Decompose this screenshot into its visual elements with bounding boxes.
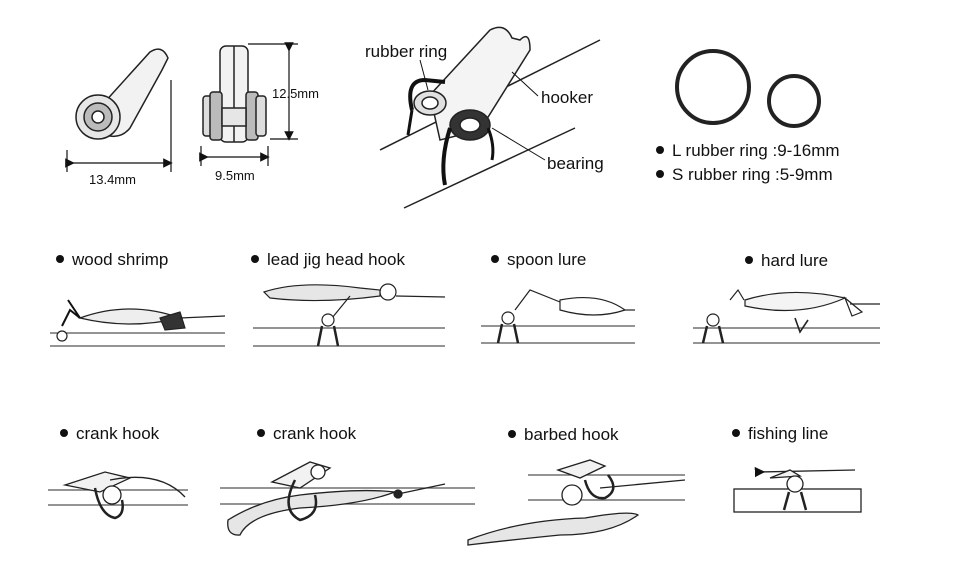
hooker-label: hooker <box>541 88 593 107</box>
use-label-fishing-line: fishing line <box>732 424 828 444</box>
depth-dimension <box>199 146 270 166</box>
height-dimension-label: 12.5mm <box>272 86 319 101</box>
small-ring-spec: S rubber ring :5-9mm <box>656 165 833 185</box>
hard-lure-illustration <box>701 288 880 344</box>
bullet-icon <box>745 255 753 264</box>
bullet-icon <box>732 428 740 437</box>
width-dimension <box>65 80 173 172</box>
large-ring-spec: L rubber ring :9-16mm <box>656 141 840 161</box>
crank-hook-worm-illustration <box>227 461 446 536</box>
keeper-front-view <box>202 45 267 143</box>
large-rubber-ring <box>675 49 751 125</box>
use-text: crank hook <box>273 424 357 443</box>
bullet-icon <box>491 254 499 263</box>
bullet-icon <box>56 254 64 263</box>
use-text: spoon lure <box>507 250 587 269</box>
use-label-lead-jig: lead jig head hook <box>251 250 405 270</box>
small-rubber-ring <box>767 74 821 128</box>
rod-lines-row2 <box>50 325 880 347</box>
depth-dimension-label: 9.5mm <box>215 168 255 183</box>
crank-hook-small-illustration <box>62 471 186 520</box>
use-label-crank-hook-2: crank hook <box>257 424 356 444</box>
small-ring-spec-text: S rubber ring :5-9mm <box>672 165 833 184</box>
use-text: wood shrimp <box>72 250 169 269</box>
part-leader-lines <box>419 59 546 161</box>
bullet-icon <box>508 429 516 438</box>
use-label-barbed-hook: barbed hook <box>508 425 619 445</box>
fishing-line-illustration <box>733 466 862 513</box>
bearing-label: bearing <box>547 154 604 173</box>
spoon-lure-illustration <box>496 289 635 344</box>
bullet-icon <box>656 169 664 178</box>
use-label-crank-hook-1: crank hook <box>60 424 159 444</box>
use-label-hard-lure: hard lure <box>745 251 828 271</box>
lead-jig-illustration <box>262 283 446 347</box>
width-dimension-label: 13.4mm <box>89 172 136 187</box>
bullet-icon <box>257 428 265 437</box>
use-text: hard lure <box>761 251 829 270</box>
keeper-side-view <box>75 48 169 140</box>
use-label-spoon-lure: spoon lure <box>491 250 586 270</box>
barbed-hook-illustration <box>467 459 686 546</box>
bullet-icon <box>656 145 664 154</box>
keeper-perspective-view <box>379 26 601 209</box>
height-dimension <box>248 42 298 141</box>
use-text: lead jig head hook <box>267 250 406 269</box>
use-label-wood-shrimp: wood shrimp <box>56 250 168 270</box>
use-text: barbed hook <box>524 425 619 444</box>
bullet-icon <box>251 254 259 263</box>
use-text: fishing line <box>748 424 829 443</box>
bullet-icon <box>60 428 68 437</box>
large-ring-spec-text: L rubber ring :9-16mm <box>672 141 840 160</box>
wood-shrimp-illustration <box>56 299 226 342</box>
use-text: crank hook <box>76 424 160 443</box>
rubber-ring-label: rubber ring <box>365 42 448 61</box>
